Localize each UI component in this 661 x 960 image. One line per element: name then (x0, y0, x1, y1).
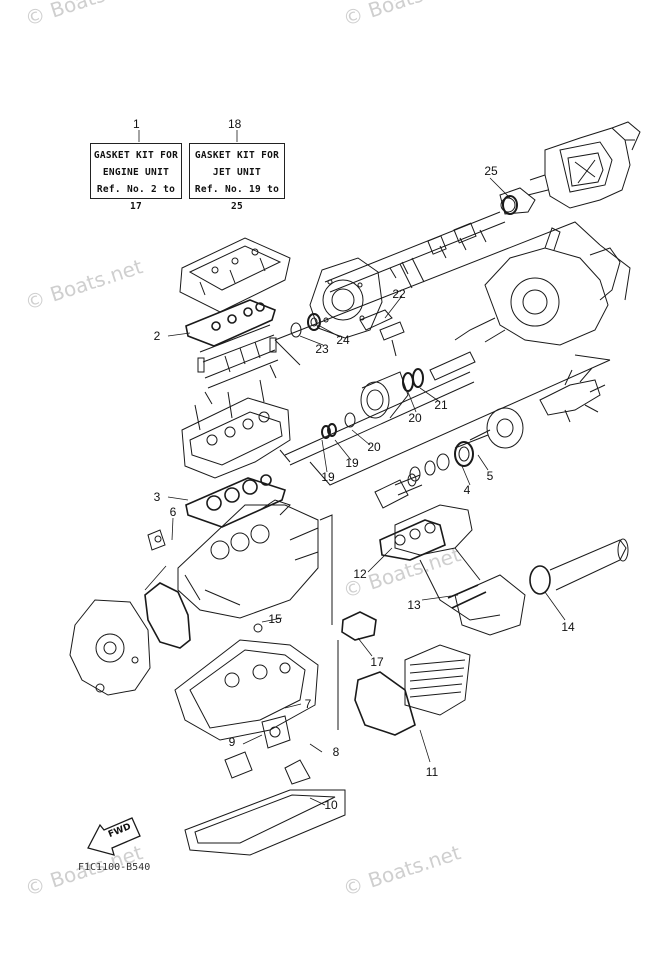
intermediate-shaft (279, 351, 476, 466)
callout-24: 24 (336, 333, 350, 347)
jet-unit-frame (274, 221, 611, 486)
pump-cover (309, 257, 383, 339)
exhaust-manifold (379, 504, 501, 621)
crankcase (174, 623, 319, 741)
callout-15: 15 (268, 612, 282, 626)
kit-line: GASKET KIT FOR (194, 150, 280, 161)
fwd-arrow-icon (87, 817, 141, 856)
callout-25: 25 (484, 164, 498, 178)
engine-frame-lines (319, 514, 339, 730)
callout-21: 21 (434, 398, 448, 412)
callout-9: 9 (228, 735, 236, 749)
callout-17: 17 (370, 655, 384, 669)
callout-11: 11 (425, 765, 439, 779)
oil-pump-9 (224, 715, 311, 785)
callout-2: 2 (153, 329, 161, 343)
callout-4: 4 (463, 483, 471, 497)
callout-23: 23 (315, 342, 329, 356)
kit-line: GASKET KIT FOR (93, 150, 179, 161)
intercooler-11 (354, 644, 471, 736)
cylinder-head (181, 379, 291, 479)
head-cover-gasket (185, 299, 276, 347)
callout-13: 13 (407, 598, 421, 612)
kit-line: Ref. No. 19 to 25 (194, 184, 280, 212)
callout-19b: 19 (345, 456, 359, 470)
gasket-kit-engine-label: GASKET KIT FOR ENGINE UNIT Ref. No. 2 to… (90, 143, 182, 212)
callout-19a: 19 (321, 470, 335, 484)
bearing-housing (409, 407, 524, 482)
coupler-shaft (374, 473, 423, 509)
kit-line: Ref. No. 2 to 17 (96, 184, 176, 212)
cylinder-head-cover (179, 237, 291, 313)
kit-number: 18 (228, 117, 242, 131)
magneto-cover (69, 599, 151, 696)
callout-14: 14 (561, 620, 575, 634)
head-gasket-3 (185, 474, 286, 528)
cylinder-block (177, 499, 319, 619)
callout-22: 22 (392, 287, 406, 301)
callout-8: 8 (332, 745, 340, 759)
coupling (539, 367, 606, 423)
callout-3: 3 (153, 490, 161, 504)
exhaust-pipe (447, 538, 629, 636)
diagram-code: F1C1100-B540 (78, 862, 151, 873)
sensor-6 (147, 529, 166, 551)
jet-housing (454, 227, 631, 346)
callout-7: 7 (304, 697, 312, 711)
drive-shaft (324, 211, 506, 293)
side-cover-gasket (144, 582, 191, 649)
gasket-17 (341, 611, 377, 641)
callout-20a: 20 (367, 440, 381, 454)
kit-line: ENGINE UNIT (102, 167, 170, 178)
oil-pan (184, 789, 346, 856)
callout-20b: 20 (408, 411, 422, 425)
jet-nozzle (527, 121, 641, 209)
seal-group-22-24 (290, 309, 405, 357)
callout-12: 12 (353, 567, 367, 581)
gasket-kit-jet-label: GASKET KIT FOR JET UNIT Ref. No. 19 to 2… (189, 143, 285, 212)
callout-6: 6 (169, 505, 177, 519)
kit-number: 1 (133, 117, 140, 131)
kit-line: JET UNIT (212, 167, 262, 178)
callout-10: 10 (324, 798, 338, 812)
callout-5: 5 (486, 469, 494, 483)
leader-lines (138, 130, 566, 806)
camshafts (197, 324, 279, 405)
o-ring-25 (502, 195, 518, 215)
